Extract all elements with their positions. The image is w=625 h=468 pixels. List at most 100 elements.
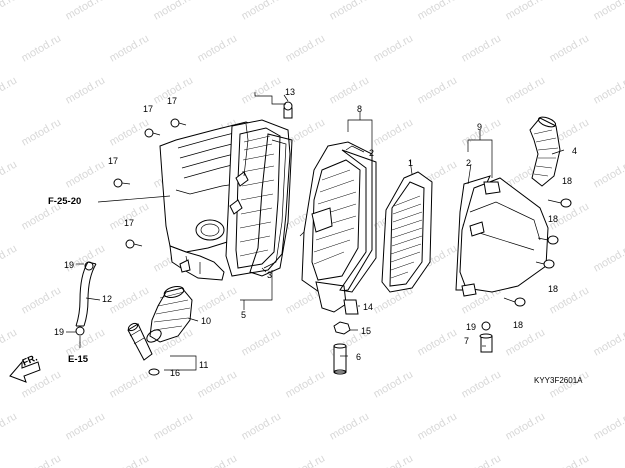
clamp-14 bbox=[343, 299, 359, 315]
watermark-text: motod.ru bbox=[108, 32, 152, 64]
watermark-text: motod.ru bbox=[64, 0, 108, 23]
watermark-text: motod.ru bbox=[108, 368, 152, 400]
screw-13 bbox=[283, 101, 293, 119]
housing-gasket bbox=[339, 149, 377, 293]
watermark-text: motod.ru bbox=[592, 326, 625, 358]
callout-2-right: 2 bbox=[466, 158, 471, 168]
callout-4: 4 bbox=[572, 146, 577, 156]
watermark-text: motod.ru bbox=[64, 410, 108, 442]
callout-15: 15 bbox=[361, 326, 371, 336]
callout-16: 16 bbox=[170, 368, 180, 378]
clip-19-c bbox=[481, 321, 491, 331]
watermark-text: motod.ru bbox=[504, 74, 548, 106]
watermark-text: motod.ru bbox=[328, 0, 372, 23]
screw-18-a bbox=[547, 198, 572, 208]
watermark-text: motod.ru bbox=[64, 158, 108, 190]
callout-7: 7 bbox=[464, 336, 469, 346]
watermark-text: motod.ru bbox=[20, 284, 64, 316]
watermark-text: motod.ru bbox=[240, 0, 284, 23]
watermark-text: motod.ru bbox=[548, 452, 592, 468]
watermark-text: motod.ru bbox=[328, 410, 372, 442]
callout-19-a: 19 bbox=[64, 260, 74, 270]
case-gasket bbox=[249, 133, 293, 277]
watermark-text: motod.ru bbox=[108, 452, 152, 468]
callout-13: 13 bbox=[285, 87, 295, 97]
screw-18-c bbox=[535, 259, 555, 269]
watermark-text: motod.ru bbox=[64, 74, 108, 106]
callout-11: 11 bbox=[199, 360, 208, 370]
engine-ref: E-15 bbox=[68, 354, 89, 365]
watermark-text: motod.ru bbox=[284, 452, 328, 468]
watermark-text: motod.ru bbox=[108, 284, 152, 316]
frame-ref: F-25-20 bbox=[48, 196, 81, 207]
callout-1: 1 bbox=[408, 158, 413, 168]
labels: 1 2 2 3 4 5 6 7 8 9 10 11 12 13 14 15 16… bbox=[21, 87, 583, 385]
plug-6 bbox=[333, 343, 347, 375]
watermark-text: motod.ru bbox=[0, 410, 19, 442]
callout-17-b: 17 bbox=[167, 96, 177, 106]
watermark-text: motod.ru bbox=[284, 368, 328, 400]
callout-5: 5 bbox=[241, 310, 246, 320]
callout-3: 3 bbox=[267, 270, 272, 280]
watermark-text: motod.ru bbox=[548, 32, 592, 64]
callout-18-c: 18 bbox=[548, 284, 558, 294]
watermark-text: motod.ru bbox=[152, 0, 196, 23]
bolt-17-c bbox=[113, 178, 131, 188]
callout-8: 8 bbox=[357, 104, 362, 114]
callout-19-c: 19 bbox=[466, 322, 476, 332]
bolt-17-a bbox=[144, 128, 161, 138]
nut-15 bbox=[333, 321, 351, 335]
callout-18-b: 18 bbox=[548, 214, 558, 224]
watermark-text: motod.ru bbox=[592, 410, 625, 442]
watermark-text: motod.ru bbox=[372, 116, 416, 148]
callout-14: 14 bbox=[363, 302, 373, 312]
leader-lines bbox=[66, 92, 565, 371]
clip-19-b bbox=[75, 326, 85, 336]
bolt-17-b bbox=[170, 118, 187, 128]
air-cleaner-cover bbox=[459, 177, 549, 297]
watermark-text: motod.ru bbox=[592, 0, 625, 23]
element-housing bbox=[299, 141, 373, 313]
callout-10: 10 bbox=[201, 316, 211, 326]
watermark-text: motod.ru bbox=[460, 452, 504, 468]
screw-18-b bbox=[537, 235, 559, 245]
screw-18-d bbox=[503, 297, 526, 307]
air-cleaner-case bbox=[159, 119, 291, 281]
watermark-text: motod.ru bbox=[152, 410, 196, 442]
watermark-text: motod.ru bbox=[0, 0, 19, 23]
watermark-text: motod.ru bbox=[328, 74, 372, 106]
watermark-text: motod.ru bbox=[196, 368, 240, 400]
clip-16 bbox=[148, 368, 160, 376]
callout-17-a: 17 bbox=[143, 104, 153, 114]
watermark-text: motod.ru bbox=[372, 368, 416, 400]
watermark-text: motod.ru bbox=[504, 410, 548, 442]
watermark-text: motod.ru bbox=[20, 32, 64, 64]
clip-19-a bbox=[84, 261, 94, 271]
callout-9: 9 bbox=[477, 122, 482, 132]
watermark-text: motod.ru bbox=[240, 410, 284, 442]
watermark-text: motod.ru bbox=[196, 452, 240, 468]
watermark-text: motod.ru bbox=[592, 158, 625, 190]
watermark-text: motod.ru bbox=[416, 326, 460, 358]
callout-17-c: 17 bbox=[108, 156, 118, 166]
watermark-text: motod.ru bbox=[416, 0, 460, 23]
callout-2-left: 2 bbox=[369, 148, 374, 158]
callout-12: 12 bbox=[102, 294, 112, 304]
callout-17-d: 17 bbox=[124, 218, 134, 228]
front-arrow-icon bbox=[9, 360, 41, 383]
watermark-text: motod.ru bbox=[416, 410, 460, 442]
connecting-tube bbox=[146, 286, 193, 343]
watermark-text: motod.ru bbox=[20, 116, 64, 148]
watermark-text: motod.ru bbox=[284, 32, 328, 64]
watermark-text: motod.ru bbox=[504, 0, 548, 23]
watermark-text: motod.ru bbox=[0, 242, 19, 274]
watermark-text: motod.ru bbox=[20, 452, 64, 468]
watermark-text: motod.ru bbox=[372, 452, 416, 468]
air-duct bbox=[529, 116, 561, 187]
watermark-text: motod.ru bbox=[196, 284, 240, 316]
watermark-text: motod.ru bbox=[0, 158, 19, 190]
watermark-text: motod.ru bbox=[372, 32, 416, 64]
watermark-text: motod.ru bbox=[284, 116, 328, 148]
